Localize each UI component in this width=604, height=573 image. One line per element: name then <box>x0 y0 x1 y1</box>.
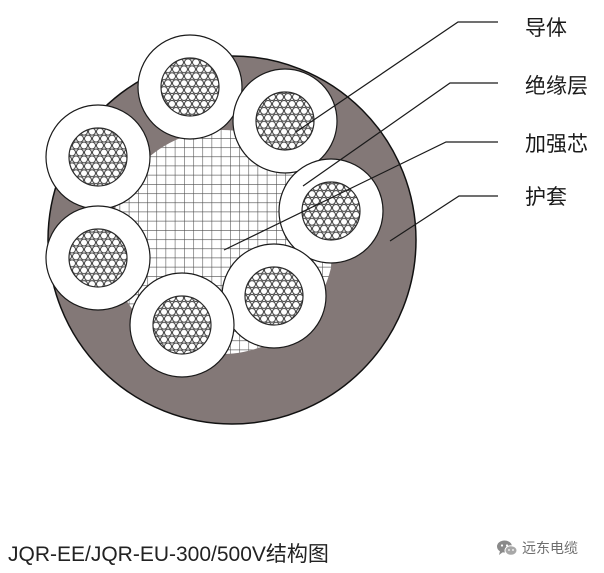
conductor-strands <box>160 57 220 117</box>
label-sheath: 护套 <box>525 185 567 209</box>
conductor-strands <box>244 266 304 326</box>
insulated-core <box>137 34 243 140</box>
watermark: 远东电缆 <box>496 537 578 559</box>
insulated-cores <box>45 34 384 378</box>
insulated-core <box>129 272 235 378</box>
leader-conductor <box>295 21 498 133</box>
conductor-strands <box>68 127 128 187</box>
diagram-caption: JQR-EE/JQR-EU-300/500V结构图 <box>8 543 329 566</box>
conductor-strands <box>255 91 315 151</box>
insulated-core <box>232 68 338 174</box>
watermark-text: 远东电缆 <box>522 541 578 557</box>
leader-insulation <box>302 82 498 187</box>
leader-strength-member <box>223 141 498 251</box>
insulated-core <box>221 243 327 349</box>
insulated-core <box>45 205 151 311</box>
label-insulation: 绝缘层 <box>525 74 588 98</box>
insulated-core <box>45 104 151 210</box>
insulated-core <box>278 158 384 264</box>
label-strength-member: 加强芯 <box>525 132 588 156</box>
leader-sheath <box>389 195 498 242</box>
wechat-icon <box>497 540 518 556</box>
conductor-strands <box>152 295 212 355</box>
leader-lines <box>223 21 498 251</box>
label-conductor: 导体 <box>525 16 567 40</box>
conductor-strands <box>301 181 361 241</box>
conductor-strands <box>68 228 128 288</box>
